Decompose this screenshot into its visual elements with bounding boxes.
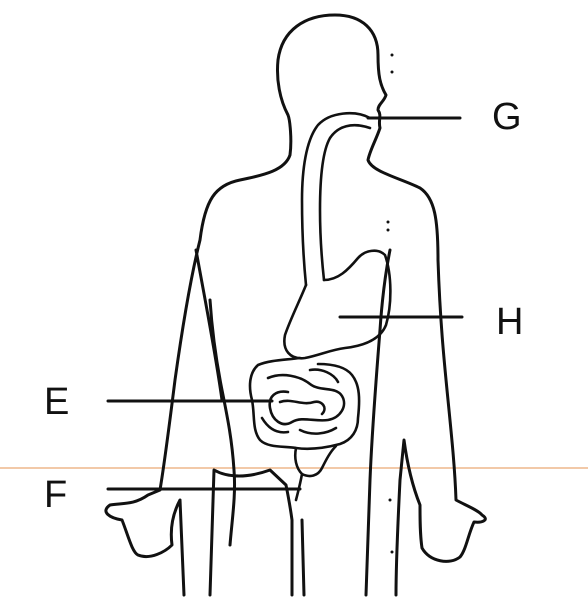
body-outline (106, 15, 485, 595)
label-e: E (44, 383, 69, 421)
small-intestine (250, 358, 359, 449)
speck (391, 54, 394, 57)
label-g: G (492, 98, 522, 136)
speck (387, 221, 390, 224)
speck (391, 551, 394, 554)
speck (391, 71, 394, 74)
large-intestine (295, 446, 336, 500)
speck (389, 499, 392, 502)
esophagus (302, 113, 370, 285)
stomach (284, 251, 390, 359)
label-h: H (496, 303, 523, 341)
label-f: F (44, 476, 67, 514)
speck (387, 229, 390, 232)
